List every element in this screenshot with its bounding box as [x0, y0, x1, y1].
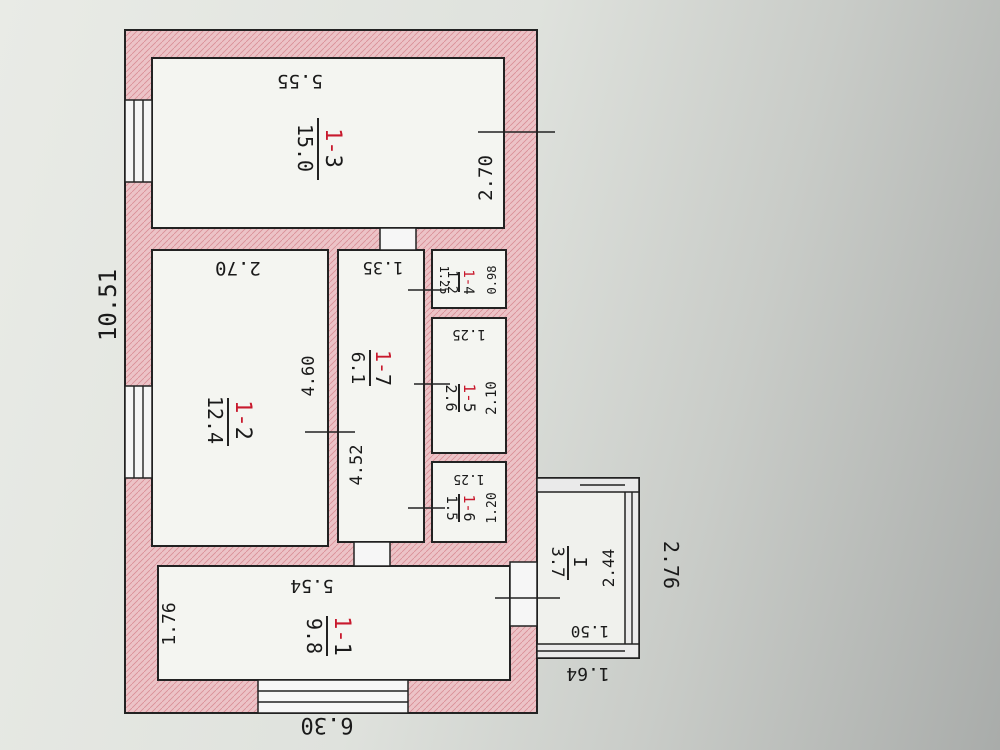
room-area: 1.2 [444, 270, 459, 293]
svg-text:1-4: 1-4 [460, 269, 476, 294]
porch-dim-width: 1.50 [571, 622, 610, 641]
room-1-2 [151, 249, 329, 547]
room-number-prefix: 1- [460, 269, 476, 286]
room-number-suffix: 2 [230, 427, 255, 440]
room-number-prefix: 1- [329, 616, 354, 643]
room-1-7-dim-width: 1.35 [363, 257, 404, 277]
svg-text:1-6: 1-6 [460, 494, 478, 521]
room-number-prefix: 1- [320, 128, 345, 155]
room-1-5 [431, 317, 507, 454]
room-1-3-dim-width: 2.70 [475, 155, 497, 201]
label-room-1-7: 1-7 6.1 [347, 350, 395, 386]
room-number-suffix: 4 [460, 286, 476, 294]
porch-dim-length: 2.44 [599, 549, 618, 588]
room-1-4-dim-length: 1.25 [437, 266, 451, 295]
svg-text:1-3: 1-3 [320, 128, 345, 168]
room-1-7 [337, 249, 425, 543]
room-number-prefix: 1- [460, 494, 478, 512]
window-left-1 [124, 99, 153, 183]
window-left-2 [124, 385, 153, 479]
label-room-1-1: 1-1 9.8 [302, 616, 354, 656]
room-1-1-dim-width: 1.76 [159, 602, 180, 645]
room-1-4-dim-width: 0.98 [485, 266, 499, 295]
porch-outer-width: 1.64 [566, 663, 609, 684]
room-area: 6.1 [347, 352, 368, 385]
room-1-1 [157, 565, 511, 681]
room-1-5-dim-width: 2.10 [484, 381, 500, 415]
label-room-1-6: 1-6 1.5 [443, 494, 478, 521]
label-room-1-2: 1-2 12.4 [203, 396, 255, 444]
overall-width: 6.30 [301, 712, 354, 737]
room-number-prefix: 1- [371, 350, 395, 374]
room-1-3 [151, 57, 505, 229]
room-number-suffix: 7 [371, 374, 395, 386]
overall-length: 10.51 [94, 269, 122, 341]
porch-area: 3.7 [547, 547, 567, 578]
room-1-6-dim-width: 1.20 [485, 492, 500, 523]
room-1-6 [431, 461, 507, 543]
room-area: 9.8 [302, 618, 326, 654]
room-1-5-dim-length: 1.25 [452, 326, 486, 342]
porch-number: I [569, 557, 590, 568]
room-area: 1.5 [443, 495, 459, 520]
door-entrance [509, 561, 538, 627]
door-1-3 [379, 227, 417, 251]
room-1-2-dim-width: 2.70 [215, 257, 261, 279]
room-1-7-dim-length: 4.52 [347, 445, 367, 486]
window-bottom [257, 679, 409, 714]
room-1-6-dim-length: 1.25 [453, 471, 484, 486]
room-number-prefix: 1- [460, 384, 479, 403]
svg-text:1-5: 1-5 [460, 384, 479, 413]
room-1-4 [431, 249, 507, 309]
svg-text:1-1: 1-1 [329, 616, 354, 656]
room-number-suffix: 1 [329, 643, 354, 656]
room-number-prefix: 1- [230, 400, 255, 427]
room-area: 12.4 [203, 396, 227, 444]
room-1-3-dim-length: 5.55 [277, 70, 323, 92]
room-number-suffix: 6 [460, 513, 478, 522]
porch-outer-length: 2.76 [659, 541, 683, 589]
room-area: 2.6 [442, 384, 460, 411]
label-room-1-3: 1-3 15.0 [293, 124, 345, 172]
room-1-1-dim-length: 5.54 [290, 575, 333, 596]
room-number-suffix: 5 [460, 403, 479, 413]
room-number-suffix: 3 [320, 155, 345, 168]
room-1-2-dim-length: 4.60 [299, 356, 319, 397]
label-room-1-4: 1-4 1.2 [444, 269, 476, 294]
svg-text:1-2: 1-2 [230, 400, 255, 440]
door-1-7-to-1-1 [353, 541, 391, 567]
svg-text:1-7: 1-7 [371, 350, 395, 386]
label-room-1-5: 1-5 2.6 [442, 384, 479, 413]
label-porch: I 3.7 [547, 547, 590, 578]
room-area: 15.0 [293, 124, 317, 172]
